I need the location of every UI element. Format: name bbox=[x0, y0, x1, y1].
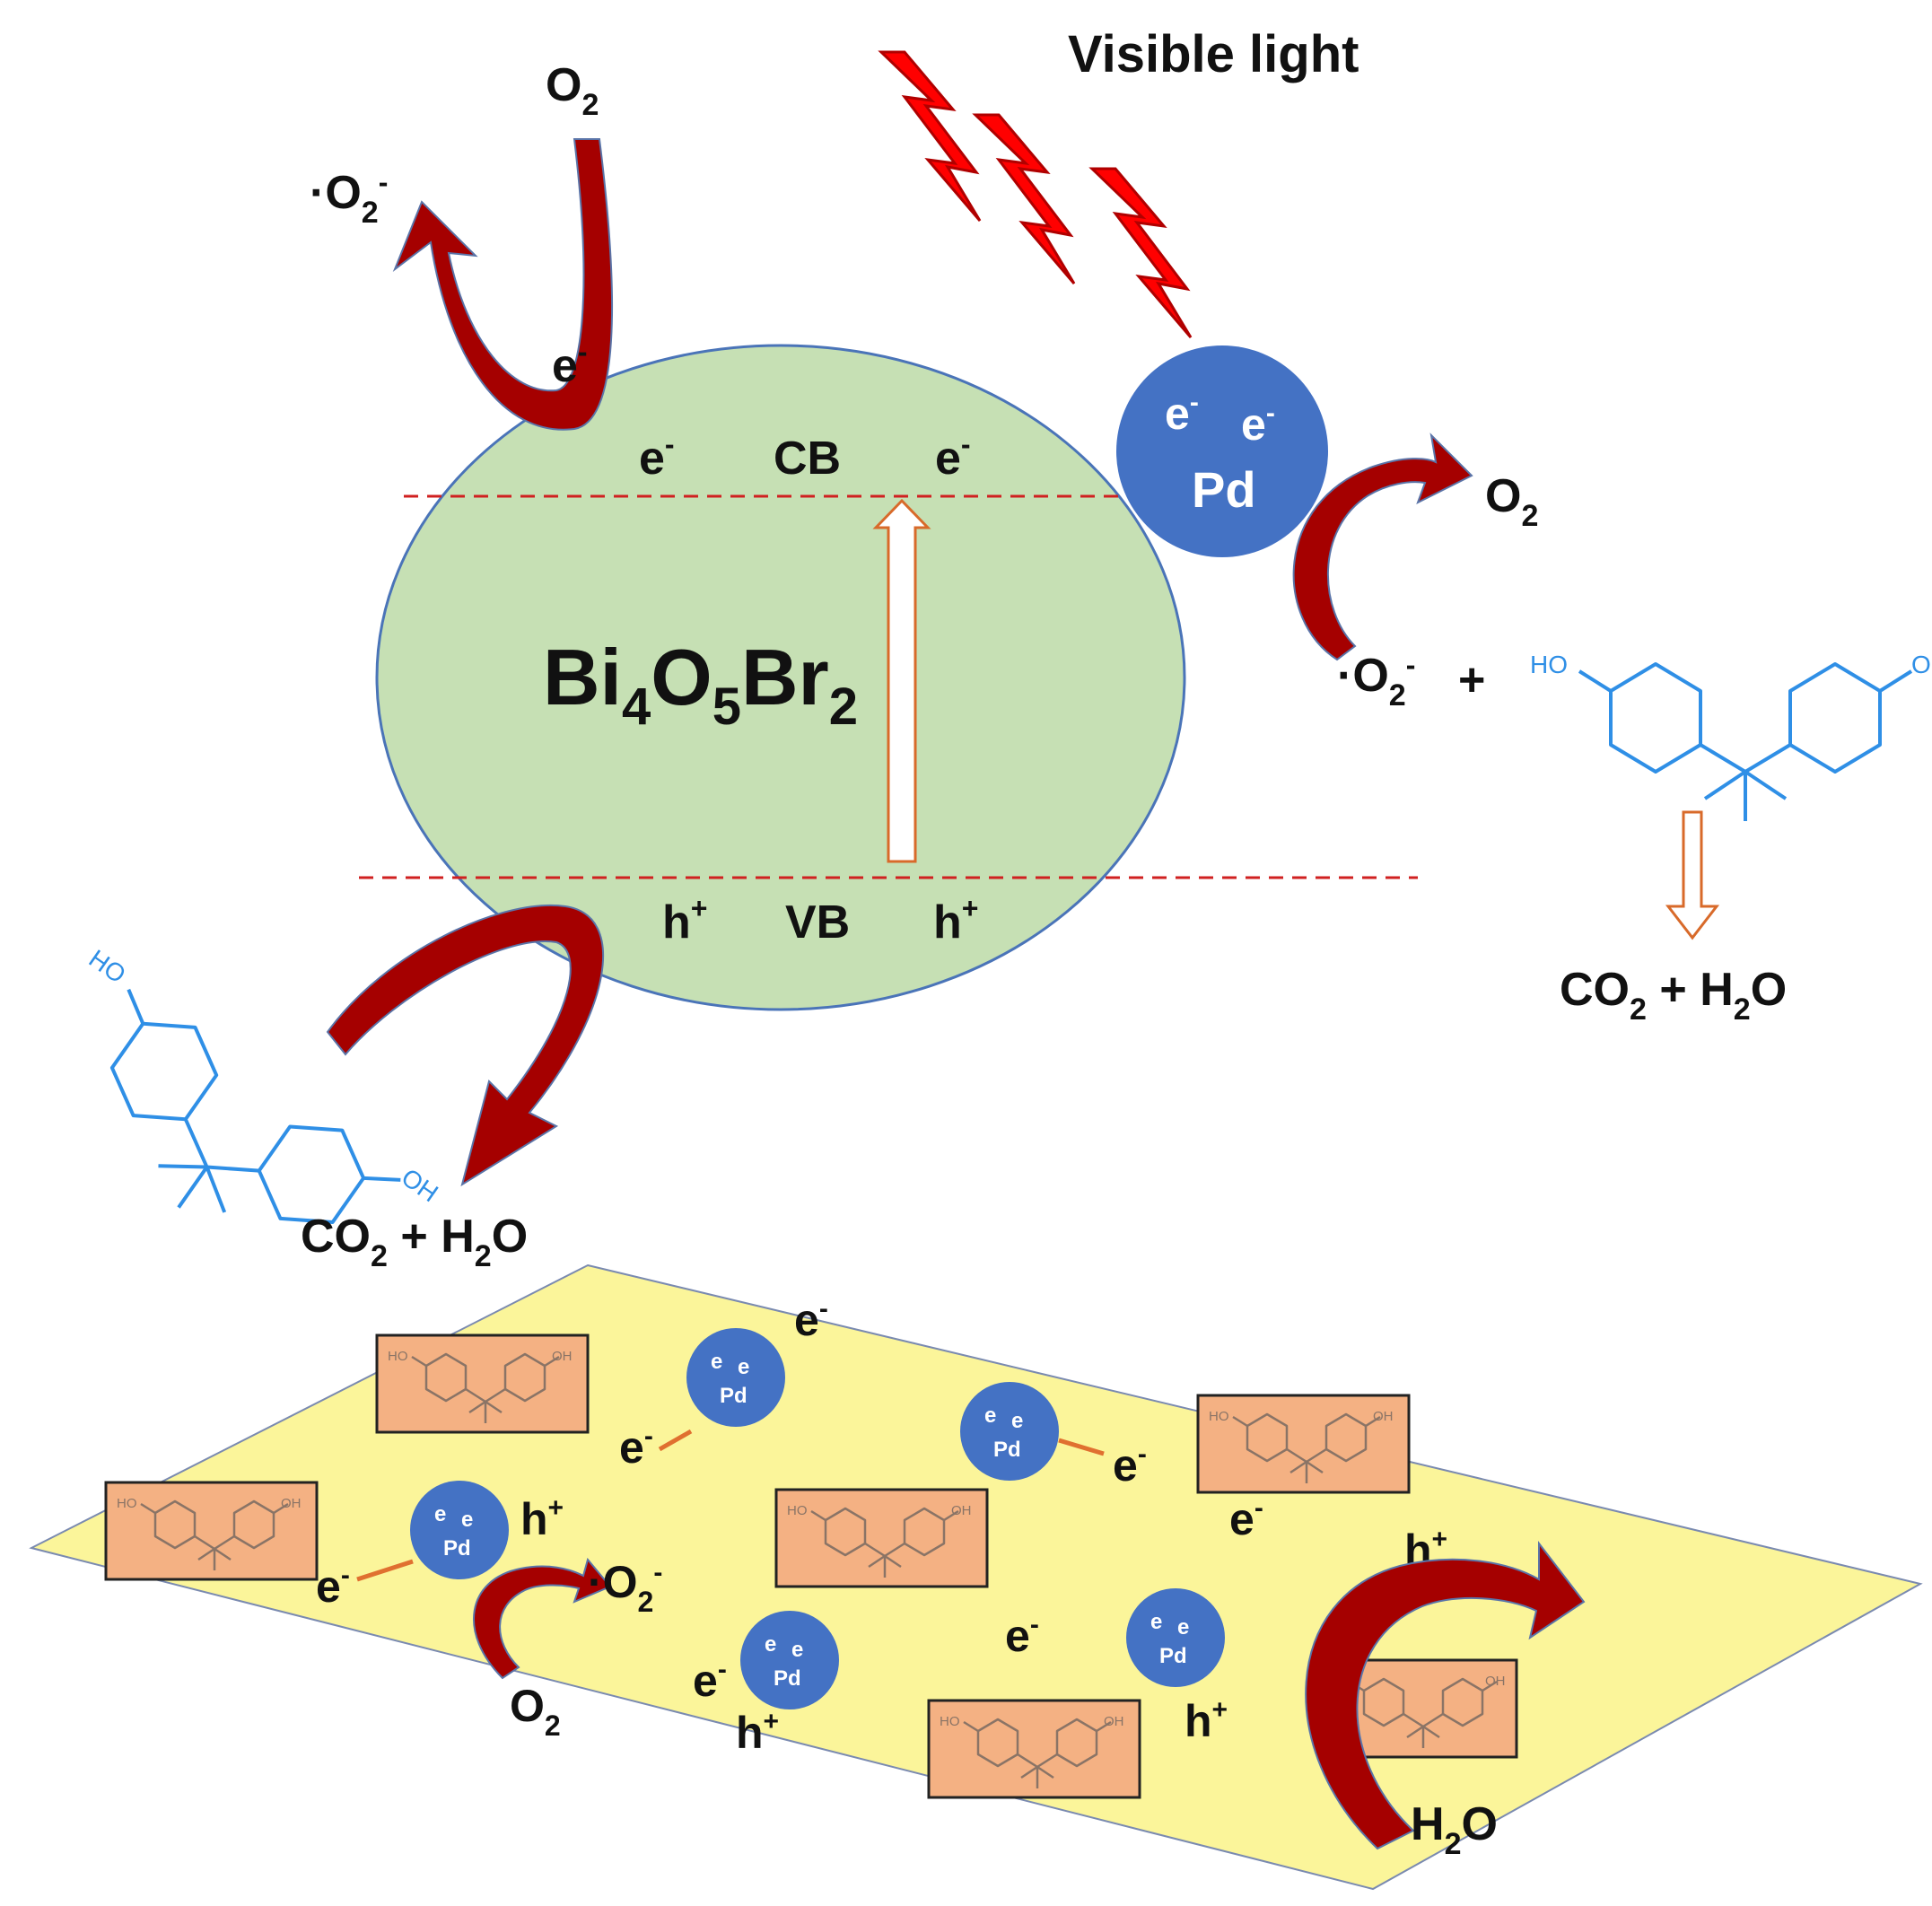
bpa-box-ho: HO bbox=[1209, 1409, 1229, 1424]
lightning-bolt-3-icon bbox=[1088, 167, 1193, 338]
bpa-box: HO OH bbox=[927, 1699, 1141, 1799]
bpa-left-ho: HO bbox=[84, 944, 131, 988]
sheet-hole: h+ bbox=[736, 1707, 779, 1758]
degradation-arrow-right-icon bbox=[1665, 810, 1720, 940]
plus-right: + bbox=[1458, 654, 1485, 706]
visible-light-label: Visible light bbox=[1068, 25, 1359, 83]
cb-label: CB bbox=[774, 433, 841, 485]
svg-text:e: e bbox=[461, 1508, 473, 1532]
excitation-arrow-icon bbox=[872, 498, 931, 863]
hole-oxidation-arrow-icon bbox=[326, 904, 605, 1187]
bpa-right-ho: HO bbox=[1530, 651, 1568, 678]
cb-electron-left: e- bbox=[639, 428, 675, 485]
cb-electron-right: e- bbox=[935, 428, 971, 485]
svg-text:e: e bbox=[711, 1350, 722, 1374]
bpa-box-oh: OH bbox=[281, 1496, 302, 1511]
svg-text:Pd: Pd bbox=[1159, 1644, 1187, 1668]
pd-particle-small: e e Pd bbox=[686, 1328, 785, 1427]
lightning-bolts-icon bbox=[878, 50, 1193, 338]
bpa-right-oh: OH bbox=[1911, 651, 1932, 678]
bpa-box-ho: HO bbox=[940, 1714, 960, 1729]
svg-text:e: e bbox=[765, 1632, 776, 1657]
products-left: CO2 + H2O bbox=[301, 1211, 528, 1273]
bpa-box-oh: OH bbox=[552, 1349, 573, 1364]
particle-formula: Bi4O5Br2 bbox=[543, 633, 858, 736]
pd-particle-small: e e Pd bbox=[1126, 1588, 1225, 1687]
pd-particle-small: e e Pd bbox=[410, 1481, 509, 1579]
sheet-electron: e- bbox=[619, 1421, 653, 1473]
svg-text:Pd: Pd bbox=[774, 1666, 801, 1691]
svg-text:e: e bbox=[791, 1638, 803, 1662]
bpa-molecule-right: HO OH bbox=[1530, 651, 1932, 823]
sheet-o2-reduction-arrow-icon bbox=[472, 1557, 612, 1680]
svg-text:e: e bbox=[1150, 1610, 1162, 1634]
vb-hole-left: h+ bbox=[662, 892, 707, 949]
sheet-water-oxidation-arrow-icon bbox=[1305, 1541, 1586, 1850]
electron-top-left: e- bbox=[552, 336, 588, 392]
bpa-box-ho: HO bbox=[117, 1496, 137, 1511]
pd-electron-2: e- bbox=[1241, 398, 1275, 450]
tether-line bbox=[658, 1429, 693, 1452]
tether-line bbox=[1058, 1438, 1105, 1456]
svg-text:e: e bbox=[738, 1355, 749, 1379]
bpa-left-oh: OH bbox=[397, 1163, 443, 1207]
pd-particle-small: e e Pd bbox=[740, 1611, 839, 1709]
vb-label: VB bbox=[785, 896, 850, 949]
pd-o2-arrow-icon bbox=[1292, 433, 1473, 661]
svg-text:Pd: Pd bbox=[443, 1536, 471, 1561]
bpa-box-ho: HO bbox=[787, 1503, 808, 1518]
sheet-hole: h+ bbox=[520, 1493, 564, 1544]
svg-text:e: e bbox=[1011, 1409, 1023, 1433]
sheet-hole: h+ bbox=[1185, 1695, 1228, 1746]
svg-text:e: e bbox=[434, 1502, 446, 1526]
bi4o5br2-particle bbox=[375, 344, 1186, 1011]
sheet-superoxide: ·O2- bbox=[588, 1557, 662, 1618]
superoxide-right: ·O2- bbox=[1337, 649, 1415, 713]
vb-hole-right: h+ bbox=[933, 892, 978, 949]
sheet-electron: e- bbox=[1005, 1610, 1039, 1661]
tether-line bbox=[356, 1559, 414, 1582]
bpa-box-oh: OH bbox=[951, 1503, 972, 1518]
bpa-box: HO OH bbox=[1196, 1394, 1411, 1494]
o2-reduction-arrow-icon bbox=[392, 138, 614, 431]
svg-text:Pd: Pd bbox=[993, 1438, 1021, 1462]
svg-text:e: e bbox=[1177, 1615, 1189, 1639]
pd-label: Pd bbox=[1192, 461, 1256, 518]
sheet-electron: e- bbox=[1229, 1493, 1263, 1544]
superoxide-top-left: ·O2- bbox=[310, 166, 388, 230]
svg-text:e: e bbox=[984, 1403, 996, 1428]
sheet-electron: e- bbox=[1113, 1439, 1147, 1491]
pd-particle bbox=[1116, 345, 1328, 557]
o2-top-left: O2 bbox=[546, 59, 599, 122]
sheet-o2: O2 bbox=[510, 1681, 561, 1742]
bpa-box: HO OH bbox=[774, 1488, 989, 1588]
bpa-box-ho: HO bbox=[388, 1349, 408, 1364]
bpa-box: HO OH bbox=[104, 1481, 319, 1581]
pd-electron-1: e- bbox=[1165, 388, 1199, 439]
pd-particle-small: e e Pd bbox=[960, 1382, 1059, 1481]
sheet-electron: e- bbox=[794, 1294, 828, 1345]
bpa-box-oh: OH bbox=[1104, 1714, 1124, 1729]
sheet-electron: e- bbox=[316, 1561, 350, 1612]
lightning-bolt-1-icon bbox=[878, 50, 982, 222]
sheet-electron: e- bbox=[693, 1655, 727, 1706]
sheet-h2o: H2O bbox=[1411, 1798, 1498, 1861]
bpa-box-oh: OH bbox=[1485, 1674, 1506, 1689]
lightning-bolt-2-icon bbox=[972, 113, 1076, 284]
bpa-box: OH bbox=[1344, 1658, 1518, 1759]
bpa-box: HO OH bbox=[375, 1333, 590, 1434]
products-right: CO2 + H2O bbox=[1560, 964, 1787, 1027]
svg-text:Pd: Pd bbox=[720, 1384, 747, 1408]
bpa-box-oh: OH bbox=[1373, 1409, 1394, 1424]
o2-right: O2 bbox=[1485, 470, 1538, 533]
